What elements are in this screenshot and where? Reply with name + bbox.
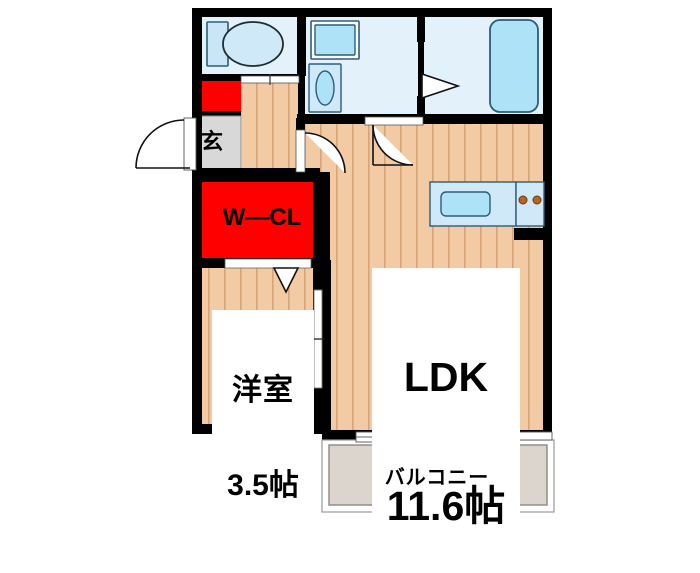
bedroom-label-line2: 3.5帖 [227, 468, 299, 502]
ldk-label-line1: LDK [403, 354, 489, 401]
toilet-door[interactable] [240, 74, 300, 85]
closet-floor [201, 182, 319, 260]
vanity-sink [315, 70, 335, 106]
ldk-label: LDK 11.6帖 [372, 268, 520, 573]
stove-burner-right [532, 195, 542, 205]
bedroom-label-line1: 洋室 [232, 374, 294, 407]
hall-to-ldk-door[interactable] [295, 129, 346, 174]
kitchen-counter [429, 181, 545, 227]
floor-plan-drawing [135, 8, 555, 513]
ldk-label-line2: 11.6帖 [386, 483, 506, 530]
bedroom-label: 洋室 3.5帖 [212, 310, 314, 535]
closet-label: W—CL [222, 204, 302, 231]
closet-door[interactable] [224, 258, 312, 294]
genkan-floor [200, 115, 242, 173]
entrance-door[interactable] [135, 117, 197, 171]
shoe-box-highlight [201, 79, 241, 111]
bathroom-door[interactable] [421, 72, 461, 100]
toilet-bowl [222, 21, 284, 67]
stove-burner-left [518, 195, 528, 205]
bathtub [489, 19, 539, 113]
kitchen-sink [440, 191, 491, 217]
toilet-fixtures [206, 21, 284, 67]
washroom-fixtures [308, 20, 360, 113]
washroom-door[interactable] [364, 116, 424, 166]
entrance-label: 玄 [200, 129, 223, 154]
hallway-floor [241, 79, 298, 172]
balcony-label: バルコニー [384, 467, 490, 489]
bedroom-door[interactable] [312, 289, 324, 389]
washing-machine-space [314, 24, 356, 56]
